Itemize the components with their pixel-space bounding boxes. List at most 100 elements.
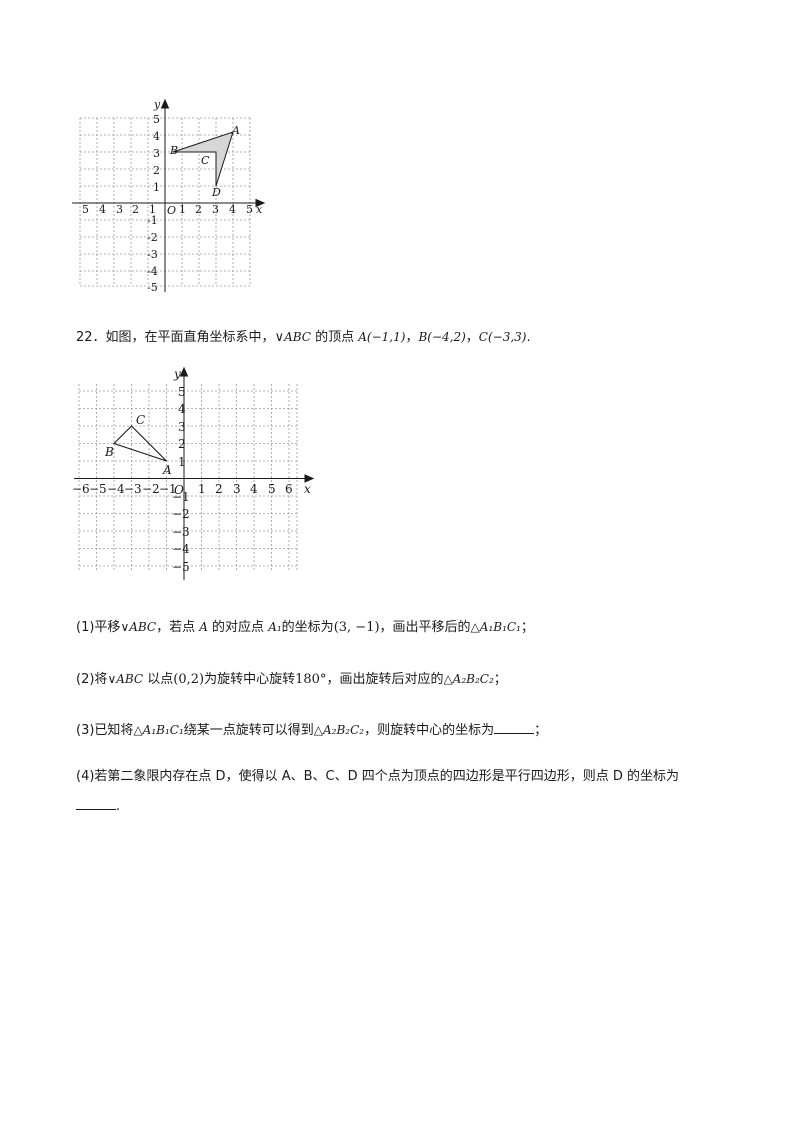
figure-1-y-tick: 2	[153, 164, 160, 177]
figure-1-x-axis-label: x	[256, 203, 263, 216]
figure-2-x-tick: 4	[250, 482, 258, 496]
vertex-C-coord: C(−3,3)	[478, 330, 527, 344]
part-text: 绕某一点旋转可以得到	[183, 723, 314, 738]
figure-2-x-tick: 6	[285, 482, 293, 496]
part-text: ；	[534, 723, 548, 738]
figure-1-x-tick: 3	[116, 203, 123, 216]
part-number: (1)	[76, 620, 95, 635]
point-ref: A	[199, 620, 208, 634]
point-ref: A₁	[268, 620, 282, 634]
figure-2-y-tick: 2	[178, 437, 186, 451]
coordinate-ref: (0,2)	[173, 672, 205, 687]
figure-2-x-tick: −1	[159, 482, 177, 496]
part-text: 以点	[147, 672, 174, 687]
figure-1-y-tick: -2	[147, 231, 158, 244]
figure-1-y-tick: -1	[147, 214, 158, 227]
figure-2-point-B-label: B	[104, 445, 114, 459]
part-number: (4)	[76, 769, 95, 784]
figure-1-coordinate-plane: 5 4 3 2 1 O 1 2 3 4 5 x y 5 4 3 2 1 -1 -…	[72, 98, 266, 294]
figure-2-x-tick: −5	[89, 482, 107, 496]
figure-1-point-D-label: D	[211, 186, 221, 199]
part-text: 为旋转中心旋转	[204, 672, 296, 687]
figure-1-x-tick: 2	[195, 203, 202, 216]
part-text: 已知将	[94, 723, 134, 738]
figure-2-y-axis-label: y	[173, 367, 181, 381]
part-text: 平移	[94, 620, 121, 635]
figure-1-y-tick: -5	[147, 281, 158, 294]
part-number: (3)	[76, 723, 95, 738]
part-text: ；	[520, 620, 534, 635]
figure-1-y-axis-label: y	[153, 98, 161, 111]
triangle-ref: ∨ABC	[107, 672, 144, 686]
figure-2-grid	[78, 384, 298, 572]
vertex-B-coord: B(−4,2)	[418, 330, 466, 344]
part-text: 若第二象限内存在点 D，使得以 A、B、C、D 四个点为顶点的四边形是平行四边形…	[94, 769, 680, 784]
part-text: ；	[493, 672, 507, 687]
part-3: (3)已知将△A₁B₁C₁绕某一点旋转可以得到△A₂B₂C₂，则旋转中心的坐标为…	[76, 720, 547, 740]
figure-2-x-tick: −4	[107, 482, 125, 496]
stem-end: .	[526, 330, 531, 345]
figure-1-y-tick: -3	[147, 248, 158, 261]
figure-2-x-tick: −3	[124, 482, 142, 496]
figure-2-point-C-label: C	[136, 413, 145, 427]
figure-2-triangle-ABC	[112, 425, 167, 462]
answer-blank[interactable]	[76, 796, 116, 810]
figure-2-y-tick: −5	[172, 560, 190, 574]
figure-2-x-axis-label: x	[304, 482, 311, 496]
separator: ，	[465, 330, 479, 345]
figure-1-x-tick: 4	[229, 203, 236, 216]
part-text: ，画出旋转后对应的	[326, 672, 444, 687]
figure-2-origin: O	[174, 483, 184, 497]
figure-2-coordinate-plane: −6 −5 −4 −3 −2 −1 O 1 2 3 4 5 6 x y 5 4 …	[72, 366, 315, 580]
figure-2-y-tick: 4	[178, 402, 186, 416]
part-text: 的对应点	[207, 620, 269, 635]
figure-1-x-tick: 4	[99, 203, 106, 216]
angle-ref: 180°	[295, 672, 327, 687]
figure-1-x-tick: 1	[179, 203, 186, 216]
separator: ，	[405, 330, 419, 345]
part-text: ，画出平移后的	[379, 620, 471, 635]
triangle-ref: △A₁B₁C₁	[470, 620, 521, 634]
part-4: (4)若第二象限内存在点 D，使得以 A、B、C、D 四个点为顶点的四边形是平行…	[76, 762, 736, 822]
figure-1-y-tick: 1	[153, 181, 160, 194]
vertex-A-coord: A(−1,1)	[358, 330, 406, 344]
figure-1-axes	[72, 98, 266, 292]
figure-2-x-tick: −6	[72, 482, 90, 496]
question-intro: 如图，在平面直角坐标系中，	[105, 330, 275, 345]
figure-1-x-tick: 3	[212, 203, 219, 216]
figure-2-x-tick: −2	[142, 482, 160, 496]
triangle-ref: ∨ABC	[120, 620, 157, 634]
vertices-label: 的顶点	[315, 330, 355, 345]
figure-1-y-tick: 5	[153, 113, 160, 126]
figure-1-y-tick: -4	[147, 265, 158, 278]
part-text: ，若点	[156, 620, 200, 635]
figure-2-x-tick: 5	[268, 482, 276, 496]
figure-1-point-B-label: B	[169, 144, 178, 157]
figure-2-y-tick: 5	[178, 385, 186, 399]
answer-blank[interactable]	[494, 720, 535, 734]
figure-1-x-tick: 1	[149, 203, 156, 216]
figure-2-y-tick: −3	[172, 525, 190, 539]
figure-2-x-tick: 1	[198, 482, 206, 496]
figure-1-origin: O	[167, 204, 176, 217]
figure-1-point-C-label: C	[201, 154, 210, 167]
figure-1-y-tick: 4	[153, 130, 160, 143]
figure-1-y-tick: 3	[153, 147, 160, 160]
figure-1-x-tick: 2	[132, 203, 139, 216]
part-text: ，则旋转中心的坐标为	[364, 723, 495, 738]
triangle-ref: △A₁B₁C₁	[133, 723, 184, 737]
figure-2-y-tick: −4	[172, 542, 190, 556]
figure-2-axes	[74, 366, 315, 580]
figure-2-x-tick: 2	[215, 482, 223, 496]
part-text: 将	[94, 672, 108, 687]
part-text: 的坐标为	[281, 620, 334, 635]
part-2: (2)将∨ABC 以点(0,2)为旋转中心旋转180°，画出旋转后对应的△A₂B…	[76, 670, 507, 689]
part-number: (2)	[76, 672, 95, 687]
coordinate-ref: (3, −1)	[333, 620, 380, 635]
figure-2-y-tick: 3	[178, 420, 186, 434]
triangle-symbol: ∨	[274, 330, 285, 345]
triangle-ref: △A₂B₂C₂	[313, 723, 365, 737]
figure-2-y-tick: 1	[178, 455, 186, 469]
figure-2-x-tick: 3	[233, 482, 241, 496]
triangle-name: ABC	[284, 330, 311, 344]
